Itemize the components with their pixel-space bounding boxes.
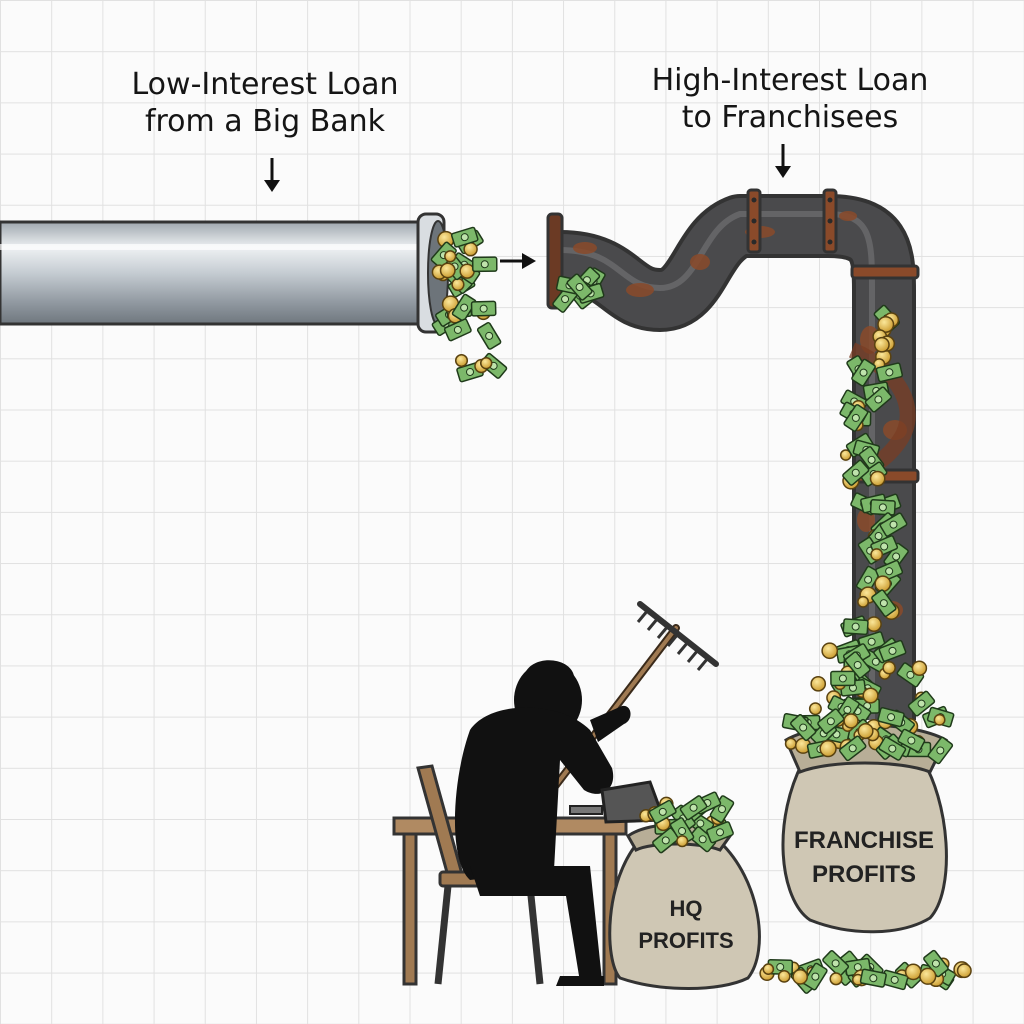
high-interest-line-2: to Franchisees bbox=[681, 100, 899, 135]
dollar-coin-icon bbox=[439, 262, 456, 279]
dollar-coin-icon bbox=[454, 353, 469, 368]
dollar-coin-icon bbox=[857, 723, 874, 740]
banknote-icon bbox=[864, 386, 892, 413]
banknote-icon bbox=[927, 736, 954, 765]
banknote-icon bbox=[450, 226, 479, 248]
banknote-icon bbox=[803, 962, 828, 991]
dollar-coin-icon bbox=[874, 575, 892, 593]
money-pile bbox=[430, 226, 972, 994]
banknote-icon bbox=[652, 827, 680, 854]
banknote-icon bbox=[877, 707, 905, 728]
banknote-icon bbox=[842, 459, 870, 486]
high-interest-caption: High-Interest Loan to Franchisees bbox=[630, 62, 950, 136]
low-interest-caption: Low-Interest Loan from a Big Bank bbox=[110, 66, 420, 140]
dollar-coin-icon bbox=[933, 713, 946, 726]
dollar-coin-icon bbox=[784, 737, 798, 750]
banknote-icon bbox=[869, 499, 896, 516]
banknote-icon bbox=[451, 293, 477, 322]
banknote-icon bbox=[878, 639, 907, 662]
dollar-coin-icon bbox=[956, 963, 972, 979]
banknote-icon bbox=[859, 968, 887, 988]
dollar-coin-icon bbox=[451, 277, 465, 292]
dollar-coin-icon bbox=[676, 835, 689, 848]
dollar-coin-icon bbox=[444, 250, 457, 263]
dollar-coin-icon bbox=[869, 470, 886, 487]
banknote-icon bbox=[679, 795, 708, 821]
franchise-sack-line-1: FRANCHISE bbox=[794, 827, 934, 854]
dollar-coin-icon bbox=[877, 315, 895, 333]
clean-pipe bbox=[0, 212, 449, 334]
dollar-coin-icon bbox=[810, 675, 827, 692]
dollar-coin-icon bbox=[870, 548, 884, 561]
dollar-coin-icon bbox=[866, 616, 882, 633]
banknote-icon bbox=[878, 736, 907, 761]
banknote-icon bbox=[471, 256, 498, 273]
high-interest-line-1: High-Interest Loan bbox=[651, 63, 929, 98]
banknote-icon bbox=[896, 662, 925, 688]
banknote-icon bbox=[923, 949, 949, 978]
dollar-coin-icon bbox=[819, 739, 837, 758]
banknote-icon bbox=[871, 589, 897, 617]
banknote-icon bbox=[879, 512, 908, 537]
banknote-icon bbox=[470, 300, 497, 317]
dollar-coin-icon bbox=[777, 969, 791, 983]
banknote-icon bbox=[897, 728, 926, 753]
dollar-coin-icon bbox=[762, 963, 775, 975]
banknote-icon bbox=[706, 821, 734, 844]
banknote-icon bbox=[709, 795, 735, 823]
dollar-coin-icon bbox=[911, 660, 928, 676]
dollar-coin-icon bbox=[808, 702, 822, 716]
banknote-icon bbox=[844, 651, 871, 679]
dollar-coin-icon bbox=[480, 356, 493, 370]
banknote-icon bbox=[790, 714, 817, 742]
banknote-icon bbox=[648, 799, 677, 824]
dollar-coin-icon bbox=[882, 660, 896, 675]
banknote-icon bbox=[851, 358, 876, 387]
right-arrow-icon bbox=[500, 253, 536, 269]
banknote-icon bbox=[843, 404, 869, 432]
banknote-icon bbox=[830, 670, 856, 687]
dollar-coin-icon bbox=[904, 963, 922, 981]
banknote-icon bbox=[817, 708, 845, 735]
dollar-coin-icon bbox=[843, 713, 859, 729]
down-arrow-icon bbox=[264, 158, 280, 192]
banknote-icon bbox=[443, 318, 472, 342]
banknote-icon bbox=[842, 618, 869, 636]
banknote-icon bbox=[476, 321, 502, 350]
banknote-icon bbox=[566, 273, 593, 301]
dollar-coin-icon bbox=[857, 595, 870, 608]
down-arrow-icon bbox=[775, 144, 791, 178]
hq-sack-line-2: PROFITS bbox=[638, 928, 733, 953]
dollar-coin-icon bbox=[873, 336, 890, 353]
banknote-icon bbox=[822, 950, 850, 977]
low-interest-line-1: Low-Interest Loan bbox=[131, 67, 399, 102]
banknote-icon bbox=[907, 690, 936, 717]
dollar-coin-icon bbox=[829, 972, 843, 986]
hunched-figure bbox=[454, 660, 631, 986]
dollar-coin-icon bbox=[919, 967, 937, 985]
dollar-coin-icon bbox=[862, 687, 879, 704]
hq-sack-line-1: HQ bbox=[670, 896, 703, 921]
dollar-coin-icon bbox=[821, 642, 839, 660]
hq-profits-sack: HQ PROFITS bbox=[608, 822, 761, 990]
franchise-sack-line-2: PROFITS bbox=[812, 861, 916, 888]
dollar-coin-icon bbox=[459, 263, 475, 279]
banknote-icon bbox=[875, 362, 903, 383]
low-interest-line-2: from a Big Bank bbox=[144, 104, 386, 139]
banknote-icon bbox=[838, 735, 867, 762]
dollar-coin-icon bbox=[792, 969, 809, 985]
